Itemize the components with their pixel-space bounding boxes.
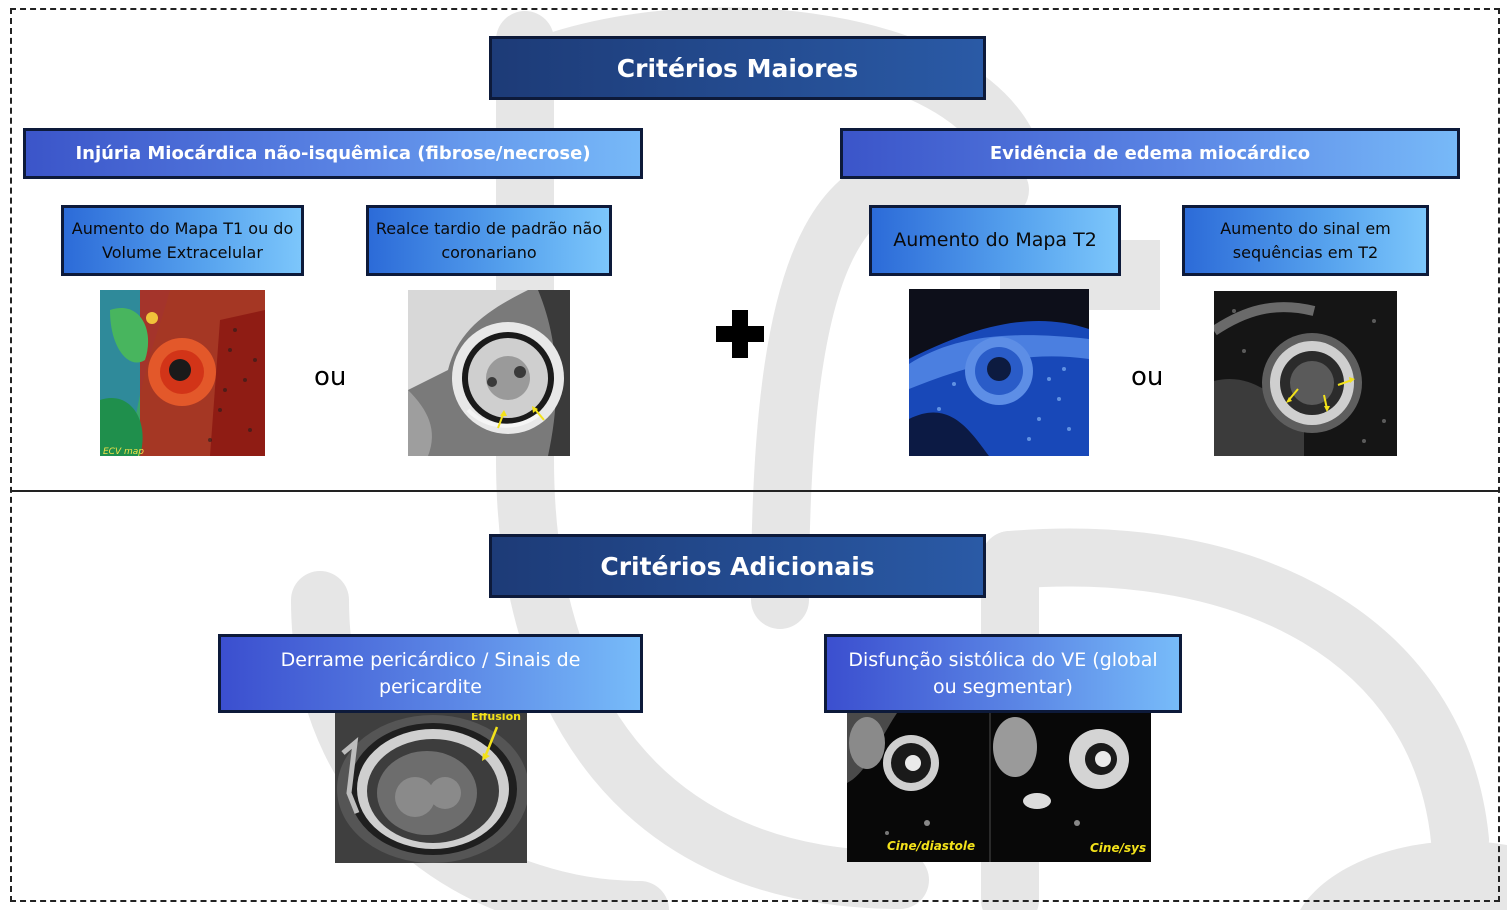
- lge-image: [408, 290, 570, 456]
- lv-dysfunction-box: Disfunção sistólica do VE (global ou seg…: [824, 634, 1182, 713]
- t2-map-label: Aumento do Mapa T2: [893, 228, 1097, 251]
- effusion-image: Effusion: [335, 713, 527, 863]
- lv-dysfunction-label: Disfunção sistólica do VE (global ou seg…: [848, 648, 1158, 698]
- t1-map-box: Aumento do Mapa T1 ou do Volume Extracel…: [61, 205, 304, 276]
- edema-heading-text: Evidência de edema miocárdico: [989, 143, 1311, 164]
- injury-heading: Injúria Miocárdica não-isquêmica (fibros…: [23, 128, 643, 179]
- t2-signal-label: Aumento do sinal em sequências em T2: [1220, 219, 1391, 262]
- t2-map-box: Aumento do Mapa T2: [869, 205, 1121, 276]
- major-criteria-title: Critérios Maiores: [489, 36, 986, 100]
- or-text-right: ou: [1131, 362, 1164, 392]
- additional-criteria-title-text: Critérios Adicionais: [600, 551, 875, 581]
- t2-signal-image: [1214, 291, 1397, 456]
- t1-map-label: Aumento do Mapa T1 ou do Volume Extracel…: [71, 219, 294, 262]
- cine-image: Cine/diastole Cine/sys: [847, 713, 1151, 862]
- or-text-left: ou: [314, 362, 347, 392]
- effusion-caption: Effusion: [471, 713, 521, 723]
- major-criteria-title-text: Critérios Maiores: [616, 53, 859, 83]
- late-enhancement-label: Realce tardio de padrão não coronariano: [375, 219, 603, 262]
- t1-map-image: ECV map: [100, 290, 265, 456]
- section-divider: [12, 490, 1498, 492]
- t2-map-image: [909, 289, 1089, 456]
- injury-heading-text: Injúria Miocárdica não-isquêmica (fibros…: [75, 143, 591, 164]
- outer-dashed-frame: [10, 8, 1500, 902]
- cine-systole-caption: Cine/sys: [1090, 841, 1147, 855]
- edema-heading: Evidência de edema miocárdico: [840, 128, 1460, 179]
- pericardial-label: Derrame pericárdico / Sinais de pericard…: [280, 648, 581, 698]
- cine-diastole-caption: Cine/diastole: [887, 839, 976, 853]
- svg-text:ECV map: ECV map: [103, 447, 144, 456]
- additional-criteria-title: Critérios Adicionais: [489, 534, 986, 598]
- t2-signal-box: Aumento do sinal em sequências em T2: [1182, 205, 1429, 276]
- plus-icon: [716, 310, 764, 358]
- late-enhancement-box: Realce tardio de padrão não coronariano: [366, 205, 612, 276]
- pericardial-box: Derrame pericárdico / Sinais de pericard…: [218, 634, 643, 713]
